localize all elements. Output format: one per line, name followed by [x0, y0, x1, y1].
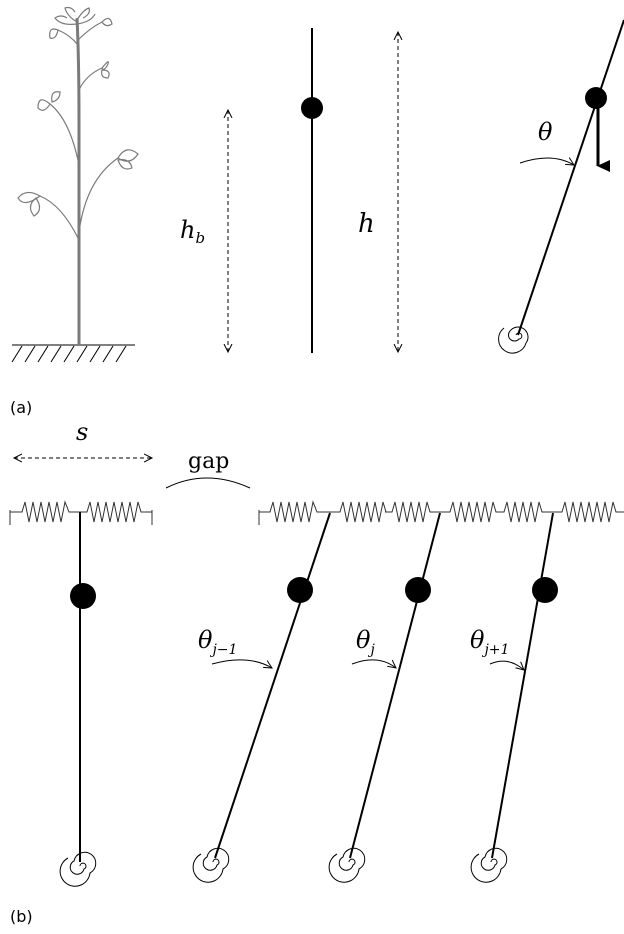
rod-mass	[301, 97, 323, 119]
h-label: h	[358, 209, 375, 239]
spring-mid-3	[440, 501, 502, 523]
panel-a-label: (a)	[10, 398, 32, 417]
plant-branches	[17, 6, 139, 241]
rod-j-minus-1	[214, 512, 331, 859]
spring-right-1	[79, 501, 153, 525]
spring-right-2	[552, 501, 624, 523]
theta-j-label: θj	[356, 626, 375, 658]
torsion-spring-icon	[192, 847, 230, 883]
rod-j-plus-1-mass	[532, 577, 558, 603]
spring-left-1	[9, 500, 79, 525]
spring-row-connected	[258, 500, 624, 525]
tilted-rod	[517, 19, 624, 336]
torsion-spring-icon	[470, 847, 508, 883]
gap-label: gap	[188, 449, 229, 474]
theta-j-plus-1-arrow	[489, 660, 524, 670]
theta-j-minus-1-label: θj−1	[198, 626, 237, 658]
plant-illustration	[11, 6, 139, 363]
torsion-spring-icon	[59, 851, 97, 887]
theta-arrow	[519, 158, 574, 165]
spring-mid-2	[385, 501, 440, 523]
panel-a: hb h θ (a)	[10, 6, 624, 417]
spacing-label: s	[76, 418, 88, 446]
spring-mid-4	[497, 501, 552, 523]
rod-j	[349, 512, 441, 859]
torsion-spring-icon	[328, 847, 366, 883]
gap-arc	[165, 477, 251, 489]
rod-j-mass	[405, 577, 431, 603]
plant-stem	[75, 17, 81, 345]
spring-mid-1	[330, 501, 390, 523]
tilted-rod-mass	[585, 87, 607, 109]
panel-b-label: (b)	[10, 907, 33, 926]
spring-row-isolated	[9, 500, 153, 525]
theta-j-minus-1-arrow	[211, 659, 272, 668]
torsion-spring-icon	[498, 326, 529, 354]
hb-label: hb	[180, 216, 205, 247]
theta-j-arrow	[351, 659, 396, 668]
isolated-rod-mass	[70, 583, 96, 609]
rod-j-minus-1-mass	[287, 577, 313, 603]
spring-left-2	[258, 500, 330, 525]
rod-j-plus-1	[491, 512, 554, 859]
ground-hatching	[11, 345, 127, 363]
theta-label: θ	[538, 118, 553, 146]
panel-b: s gap θj−1 θj	[9, 418, 624, 926]
theta-j-plus-1-label: θj+1	[470, 626, 509, 658]
